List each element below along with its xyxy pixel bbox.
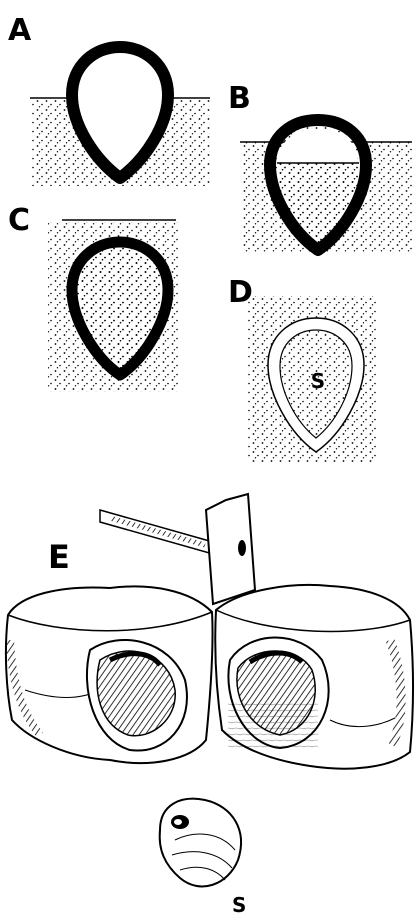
freed-shell [160,799,241,887]
panel-d: D S [228,275,376,462]
panel-c-label: C [8,203,30,238]
panel-b-label: B [228,81,251,116]
panel-d-steinkern-label: S [311,369,325,393]
rock-right-half [215,585,413,769]
panel-e: E [6,494,413,917]
panel-a-shell-interior [85,98,155,100]
rock-left-half [6,586,213,763]
panel-c: C [8,203,178,392]
panel-a: A [8,13,210,186]
panel-e-label: E [48,538,70,576]
freed-shell-label: S [232,893,246,917]
panel-a-label: A [8,13,32,48]
panel-b: B [228,81,412,252]
